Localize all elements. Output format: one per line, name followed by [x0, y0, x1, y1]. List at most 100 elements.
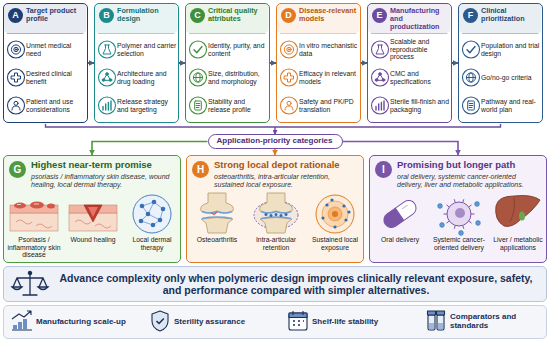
item-icon	[281, 41, 298, 58]
illustration-part	[190, 69, 207, 86]
item-icon-glyph	[12, 73, 21, 82]
illustration-part	[140, 204, 145, 209]
item-icon	[8, 69, 25, 86]
illustration-part	[17, 204, 39, 206]
panel-letter: B	[99, 8, 114, 23]
illustration-part	[281, 97, 298, 114]
illustration-part	[11, 45, 20, 54]
item-icon	[8, 97, 25, 114]
panel-title: Formulation design	[117, 7, 177, 34]
illustration-part	[28, 271, 31, 274]
illustration-part	[285, 73, 294, 82]
illustration-part	[429, 323, 434, 329]
illustration-part	[15, 49, 16, 50]
illustration-part	[463, 41, 480, 58]
illustration-part	[103, 101, 111, 110]
item-label: Identity, purity, and content	[208, 36, 268, 63]
item-icon	[372, 97, 389, 114]
category-pill: Application-priority categories	[208, 134, 343, 149]
category-arrow	[343, 142, 459, 156]
illustration-part	[13, 274, 47, 295]
illustration-part	[8, 69, 25, 86]
consideration-label: Comparators and standards	[450, 307, 548, 337]
illustration-part	[510, 198, 515, 222]
panel-letter: F	[463, 8, 478, 23]
illustration-part	[161, 207, 166, 212]
item-icon	[281, 69, 298, 86]
illustration-part	[103, 45, 111, 54]
illustration-part	[437, 315, 444, 330]
illustration-part	[99, 97, 116, 114]
header-rule	[371, 33, 447, 34]
panel-title: Target product profile	[26, 7, 86, 34]
item-label: Size, distribution, and morphology	[208, 64, 268, 91]
item-icon-glyph	[466, 73, 475, 82]
item-icon	[190, 41, 207, 58]
category-title: Strong local depot rationale	[214, 160, 360, 173]
illustration-part	[466, 73, 475, 82]
illustration-part	[270, 214, 273, 217]
item-icon-glyph	[375, 73, 385, 82]
illustration-part	[444, 214, 448, 215]
illustration-part	[469, 104, 473, 108]
illustration-part	[99, 69, 116, 86]
illustration-part	[261, 212, 291, 214]
illustration-part	[469, 221, 472, 223]
item-icon	[463, 97, 480, 114]
illustration-part	[84, 205, 102, 222]
panel-header-tint	[95, 4, 177, 33]
illustration-part	[372, 97, 389, 114]
category-arrow	[92, 142, 208, 156]
item-icon-glyph	[467, 47, 475, 53]
illustration-part	[289, 313, 307, 318]
item-icon	[99, 69, 116, 86]
illustration-part	[328, 207, 342, 221]
illustration-part	[342, 204, 345, 207]
illustration-caption: Liver / metabolic applications	[489, 236, 547, 260]
illustration-caption: Psoriasis / inflammatory skin disease	[5, 236, 63, 260]
illustration-part	[109, 79, 112, 82]
category-title: Highest near-term promise	[31, 160, 177, 173]
illustration-part	[454, 225, 455, 228]
item-icon	[463, 41, 480, 58]
item-label: Safety and PK/PD translation	[299, 92, 359, 119]
panel-header-tint	[368, 4, 450, 33]
illustration-part	[344, 218, 347, 221]
illustration-part	[440, 223, 445, 228]
illustration-part	[438, 204, 443, 209]
panel-letter: E	[372, 8, 387, 23]
item-icon	[190, 69, 207, 86]
illustration-caption: Oral delivery	[371, 236, 429, 260]
illustration-part	[8, 97, 25, 114]
illustration-part	[330, 198, 333, 201]
stage-panel: DDisease-relevant modelsIn vitro mechani…	[276, 3, 361, 123]
illustration-part	[260, 193, 293, 213]
illustration-part	[260, 218, 292, 234]
consideration-icon	[12, 311, 32, 330]
item-label: Architecture and drug loading	[117, 64, 177, 91]
header-rule	[98, 33, 174, 34]
illustration-caption: Osteoarthritis	[188, 236, 246, 260]
item-icon	[190, 97, 207, 114]
item-label: In vitro mechanistic data	[299, 36, 359, 63]
illustration-part	[88, 207, 98, 217]
panel-title: Disease-relevant models	[299, 7, 359, 34]
illustration-part	[446, 221, 449, 223]
illustration-part	[289, 313, 307, 330]
illustration-part	[23, 319, 27, 330]
illustration-part	[146, 212, 151, 217]
item-icon-glyph	[195, 101, 202, 110]
category-panel: IPromising but longer pathoral delivery,…	[369, 155, 547, 263]
illustration-part	[438, 323, 443, 329]
illustration-part	[285, 106, 293, 110]
illustration-part	[12, 311, 31, 319]
item-label: Release strategy and targeting	[117, 92, 177, 119]
illustration-part	[284, 45, 293, 54]
scale-icon	[12, 271, 48, 295]
illustration-part	[447, 202, 471, 226]
category-pill-label: Application-priority categories	[217, 137, 333, 146]
illustration-part	[157, 319, 164, 324]
item-label: Stability and release profile	[208, 92, 268, 119]
consideration-label: Sterility assurance	[174, 307, 272, 337]
consideration-label: Manufacturing scale-up	[36, 307, 134, 337]
